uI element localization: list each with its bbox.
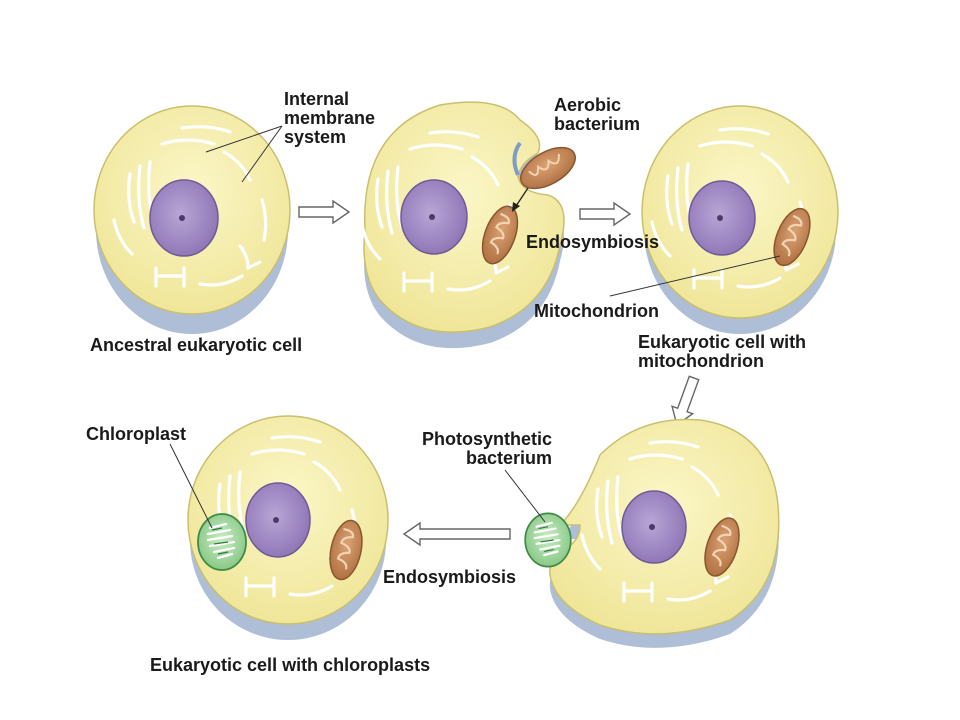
- cell-with-chloroplasts: [187, 415, 389, 640]
- chloroplast: [196, 512, 248, 572]
- chloroplast-leader: [169, 443, 213, 529]
- arrow-1: [298, 200, 350, 224]
- arrow-4: [402, 521, 511, 547]
- ancestral-cell: [93, 105, 291, 334]
- membrane-leaders: [205, 125, 283, 183]
- label-mitochondrion: Mitochondrion: [534, 301, 659, 321]
- caption-ancestral-cell: Ancestral eukaryotic cell: [90, 335, 303, 355]
- caption-cell-with-chloroplasts: Eukaryotic cell with chloroplasts: [150, 655, 431, 675]
- aerobic-bacterium: [520, 146, 576, 190]
- engulfing-cell-photosynthetic: [549, 418, 780, 648]
- label-photosynthetic-bacterium: Photosynthetic bacterium: [422, 429, 553, 468]
- photosynthetic-bacterium: [524, 512, 572, 568]
- mitochondrion-leader: [609, 255, 781, 297]
- photosynthetic-leader: [504, 469, 546, 523]
- label-internal-membrane-system: Internal membrane system: [284, 89, 376, 147]
- label-endosymbiosis-2: Endosymbiosis: [383, 567, 517, 587]
- engulf-arrow: [512, 187, 529, 212]
- arrow-2: [579, 202, 631, 226]
- label-endosymbiosis-1: Endosymbiosis: [526, 232, 660, 252]
- engulfing-cell-aerobic: [360, 101, 565, 349]
- label-aerobic-bacterium: Aerobic bacterium: [554, 95, 641, 134]
- cell-with-mitochondrion: [641, 105, 839, 334]
- caption-cell-with-mitochondrion: Eukaryotic cell with mitochondrion: [638, 332, 807, 371]
- label-chloroplast: Chloroplast: [86, 424, 187, 444]
